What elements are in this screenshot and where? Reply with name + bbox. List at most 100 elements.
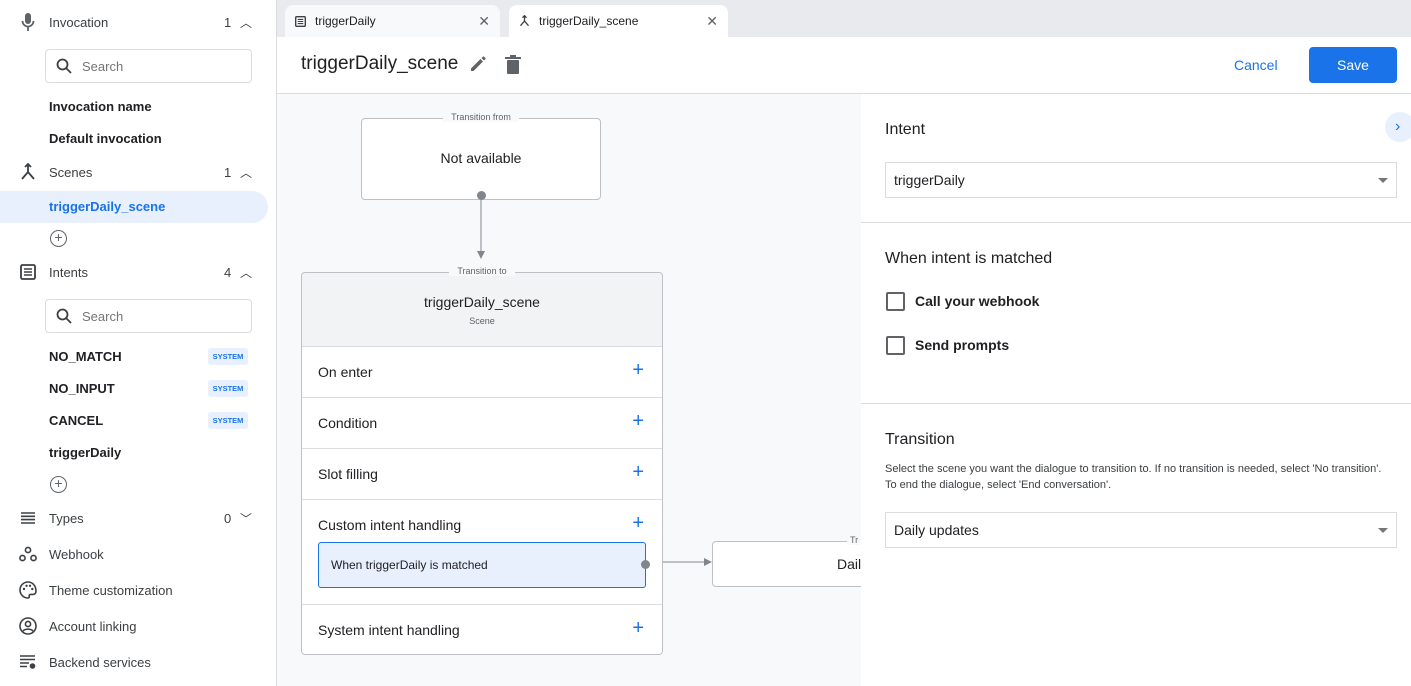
scene-canvas: Transition from Not available Transition… [277,94,861,686]
intent-heading: Intent [885,121,926,138]
arrow-head-icon [477,251,485,259]
node-legend: Transition to [449,266,515,276]
connector-dot [641,560,650,569]
divider [861,222,1411,223]
add-plus-icon[interactable]: + [632,512,644,534]
sidebar-section-label: Scenes [49,164,93,180]
sidebar-item-triggerdaily[interactable]: triggerDaily [49,445,122,460]
close-tab-icon[interactable]: ✕ [478,12,490,29]
intent-icon [295,15,306,27]
next-scene-node[interactable]: Tr Dail [712,535,861,587]
backend-settings-icon [18,652,38,672]
sidebar-item-label: triggerDaily_scene [49,199,166,214]
count: 1 [224,164,232,180]
collapse-panel-chevron-icon[interactable]: › [1385,112,1411,142]
transition-select[interactable]: Daily updates [885,512,1397,548]
tab-triggerdaily-scene[interactable]: triggerDaily_scene ✕ [509,5,728,37]
search-icon [56,58,72,74]
sidebar-section-scenes[interactable]: Scenes 1 ︿ [0,156,276,188]
intent-details-panel: › Intent triggerDaily When intent is mat… [861,94,1411,686]
sidebar-item-account-linking[interactable]: Account linking [0,610,276,642]
row-condition[interactable]: Condition + [302,397,662,448]
scene-node-header[interactable] [302,273,662,346]
checkbox-label: Send prompts [915,337,1010,353]
intent-select[interactable]: triggerDaily [885,162,1397,198]
sidebar-section-label: Invocation [49,14,109,30]
count: 1 [224,14,232,30]
count: 0 [224,510,232,526]
transition-from-node[interactable]: Transition from Not available [361,112,601,200]
tab-bar: triggerDaily ✕ triggerDaily_scene ✕ [277,0,1411,37]
node-legend: Tr [847,535,861,545]
transition-description: Select the scene you want the dialogue t… [885,463,1382,491]
palette-icon [18,580,38,600]
add-plus-icon[interactable]: + [632,410,644,432]
page-title: triggerDaily_scene [301,53,459,74]
arrow-head-icon [704,558,712,566]
transition-heading: Transition [885,431,955,448]
sidebar-item-label: Theme customization [49,582,173,598]
row-label: Custom intent handling [318,517,462,533]
select-value: Daily updates [894,522,979,538]
sidebar-section-invocation[interactable]: Invocation 1 ︿ [0,6,276,38]
intents-search[interactable] [45,299,252,333]
tab-label: triggerDaily_scene [539,14,639,28]
sidebar-item-triggerdaily-scene[interactable] [0,191,268,223]
add-scene-icon[interactable]: + [50,230,67,247]
chevron-up-icon[interactable]: ︿ [240,165,253,180]
scene-title: triggerDaily_scene [424,294,540,310]
sidebar-item-no-match[interactable]: NO_MATCH [49,349,122,364]
sidebar-item-backend-services[interactable]: Backend services [0,646,276,678]
sidebar-item-webhook[interactable]: Webhook [0,538,276,570]
sidebar-item-invocation-name[interactable]: Invocation name [49,99,152,114]
scene-node: Transition to triggerDaily_scene Scene O… [301,266,663,655]
chevron-up-icon[interactable]: ︿ [240,15,253,30]
cancel-button[interactable]: Cancel [1234,57,1278,73]
count: 4 [224,264,232,280]
sidebar-item-no-input[interactable]: NO_INPUT [49,381,115,396]
sidebar: Invocation 1 ︿ Invocation name Default i… [0,0,277,686]
sidebar-item-default-invocation[interactable]: Default invocation [49,131,162,146]
close-tab-icon[interactable]: ✕ [706,12,718,29]
checkbox-label: Call your webhook [915,293,1040,309]
node-legend: Transition from [443,112,519,122]
row-label: On enter [318,364,373,380]
chevron-up-icon[interactable]: ︿ [240,265,253,280]
delete-trash-icon[interactable] [505,55,521,74]
add-plus-icon[interactable]: + [632,461,644,483]
sidebar-item-theme-customization[interactable]: Theme customization [0,574,276,606]
tab-triggerdaily[interactable]: triggerDaily ✕ [285,5,500,37]
row-on-enter[interactable]: On enter + [302,346,662,397]
page-header: triggerDaily_scene Cancel Save [277,37,1411,94]
connector-dot [477,191,486,200]
scene-icon [519,15,530,27]
sidebar-item-cancel[interactable]: CANCEL [49,413,104,428]
add-plus-icon[interactable]: + [632,617,644,639]
add-intent-icon[interactable]: + [50,476,67,493]
invocation-search[interactable] [45,49,252,83]
sidebar-section-types[interactable]: Types 0 ﹀ [0,502,276,534]
tab-label: triggerDaily [315,14,376,28]
row-custom-intent-handling[interactable]: Custom intent handling + When triggerDail… [302,499,662,604]
send-prompts-checkbox[interactable] [886,336,905,355]
dropdown-caret-icon [1378,528,1388,533]
search-input[interactable] [82,58,232,74]
row-slot-filling[interactable]: Slot filling + [302,448,662,499]
sidebar-item-label: Backend services [49,654,151,670]
add-plus-icon[interactable]: + [632,359,644,381]
sidebar-section-intents[interactable]: Intents 4 ︿ [0,256,276,288]
call-webhook-checkbox[interactable] [886,292,905,311]
row-label: Condition [318,415,378,431]
row-label: Slot filling [318,466,378,482]
chevron-down-icon[interactable]: ﹀ [240,511,253,526]
sidebar-item-label: Account linking [49,618,137,634]
scene-merge-icon [18,162,38,182]
microphone-icon [18,12,38,32]
search-input[interactable] [82,308,232,324]
edit-pencil-icon[interactable] [469,55,487,73]
dropdown-caret-icon [1378,178,1388,183]
intent-handler-item[interactable]: When triggerDaily is matched [318,542,646,588]
save-button[interactable]: Save [1309,47,1397,83]
account-circle-icon [18,616,38,636]
row-system-intent-handling[interactable]: System intent handling+ [302,604,662,655]
